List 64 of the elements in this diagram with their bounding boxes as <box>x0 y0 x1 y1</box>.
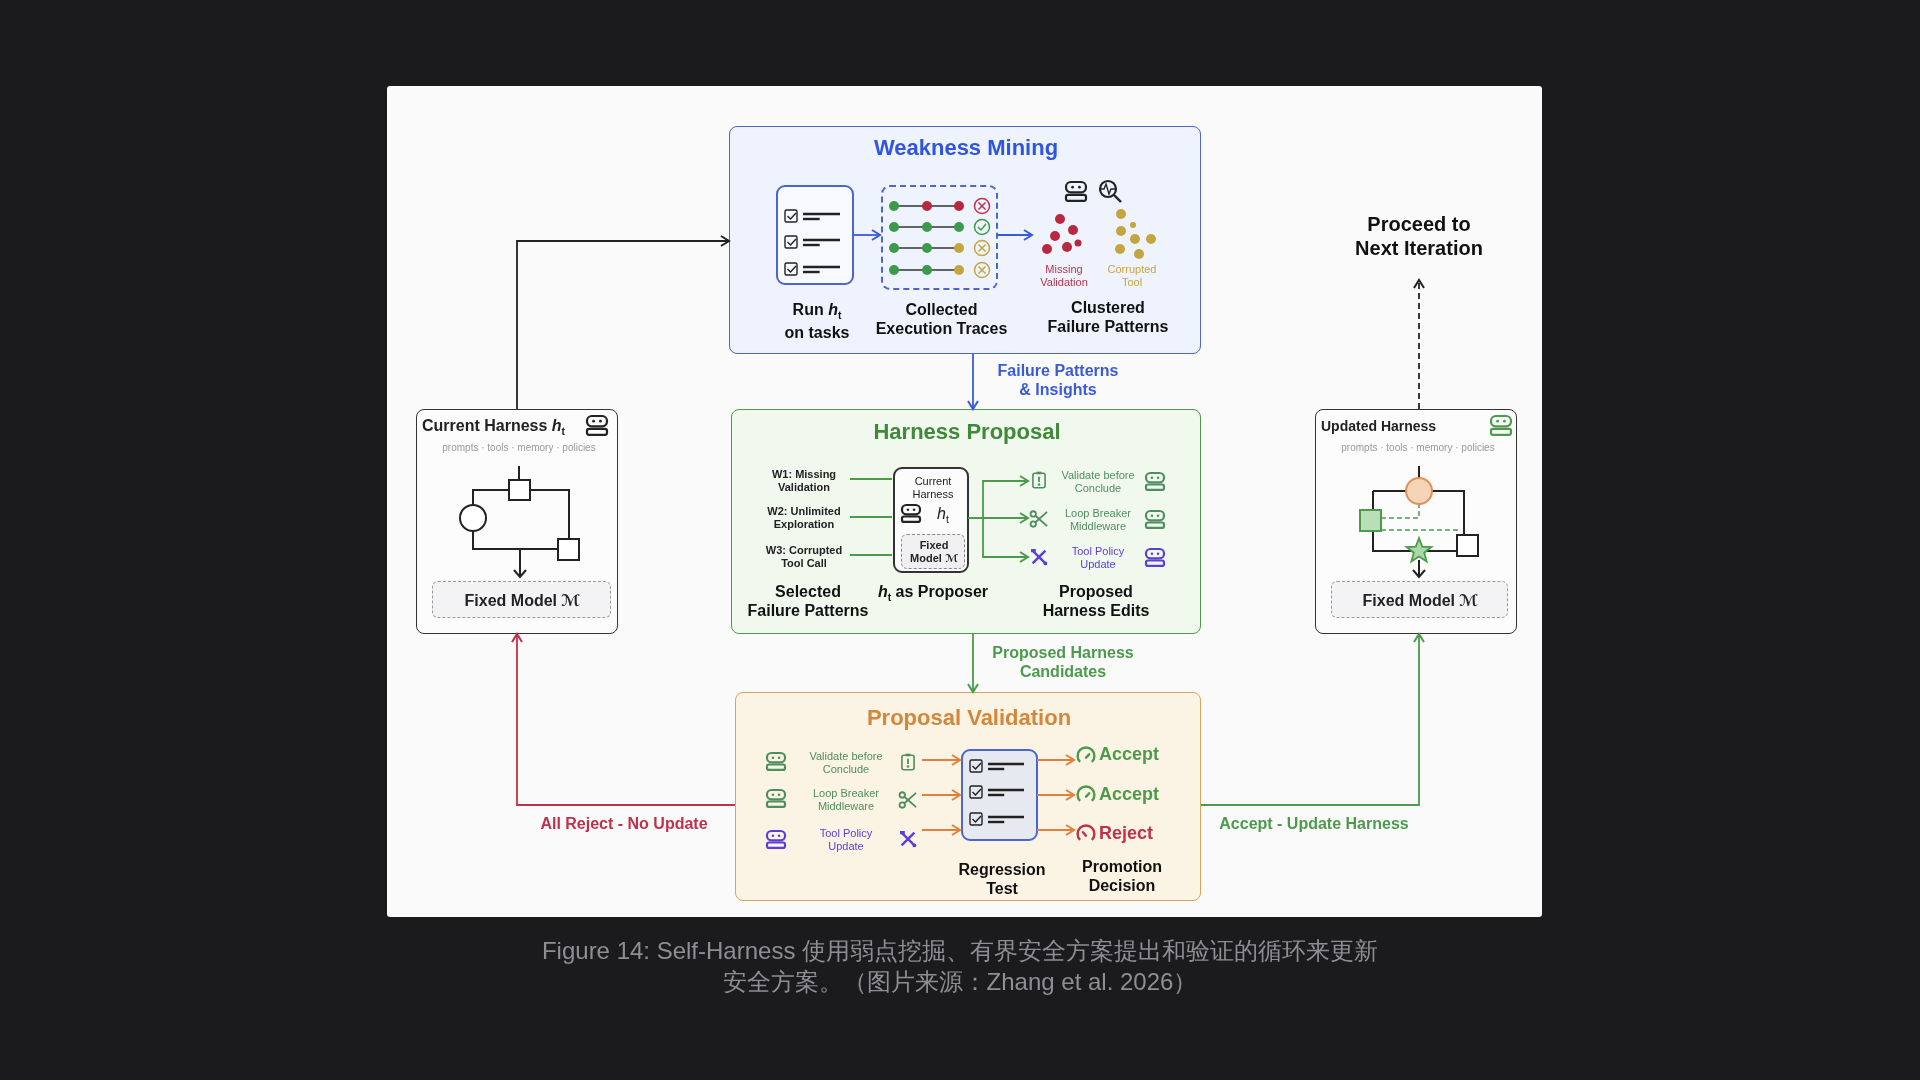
step-label: Proposed Harness Edits <box>1042 583 1150 620</box>
card-subtitle: prompts · tools · memory · policies <box>1341 442 1495 453</box>
cluster-label: Missing Validation <box>1040 263 1088 289</box>
harness-box <box>893 467 969 573</box>
arrow <box>852 229 881 241</box>
step-label: Regression Test <box>958 861 1046 898</box>
box-label: Current Harness <box>912 475 954 501</box>
arrow <box>921 789 961 801</box>
arrow <box>967 633 979 693</box>
decision-label: Accept <box>1099 784 1160 804</box>
stage-panel <box>735 692 1201 901</box>
harness-card <box>416 409 618 634</box>
arrow <box>996 229 1033 241</box>
candidate-label: Loop Breaker Middleware <box>812 787 879 813</box>
edit-label: Validate before Conclude <box>1061 469 1135 495</box>
edge-label: All Reject - No Update <box>540 815 708 832</box>
edit-label: Tool Policy Update <box>1071 545 1125 571</box>
box-label: Fixed Model ℳ <box>1362 592 1479 609</box>
model-box <box>432 581 611 618</box>
step-label: Collected Execution Traces <box>875 301 1008 338</box>
failure-pattern-label: W1: Missing Validation <box>771 468 837 494</box>
harness-card <box>1315 409 1517 634</box>
edge-label: Accept - Update Harness <box>1219 815 1409 832</box>
card-subtitle: prompts · tools · memory · policies <box>442 442 596 453</box>
arrow <box>1200 633 1425 806</box>
card-title: Updated Harness <box>1321 418 1437 434</box>
step-label: Proceed to Next Iteration <box>1355 213 1483 259</box>
box-label: Fixed Model ℳ <box>464 592 581 609</box>
arrow <box>1036 824 1075 836</box>
candidate-label: Validate before Conclude <box>809 750 883 776</box>
stage-panel <box>731 409 1201 634</box>
failure-pattern-label: W2: Unlimited Exploration <box>767 505 841 531</box>
figure-caption: Figure 14: Self-Harness 使用弱点挖掘、有界安全方案提出和验证的循环来更新安全方案。（图片来源：Zhang et al. 2026） <box>541 937 1379 996</box>
stage-panel <box>729 126 1201 354</box>
math-symbol: h$_{t}$ <box>937 505 949 522</box>
arrow <box>921 754 961 766</box>
arrow <box>516 235 730 410</box>
step-label: Run h$_{t}$ on tasks <box>784 301 850 341</box>
step-label: Clustered Failure Patterns <box>1047 299 1169 336</box>
arrow <box>921 824 961 836</box>
arrow <box>1036 754 1075 766</box>
panel-title: Harness Proposal <box>873 419 1061 444</box>
arrow <box>1413 279 1425 410</box>
decision-label: Accept <box>1099 744 1160 764</box>
arrow <box>967 353 979 410</box>
model-box <box>1331 581 1508 618</box>
connector-line <box>849 516 893 518</box>
connector-line <box>849 554 893 556</box>
box-label: Fixed Model ℳ <box>910 539 958 565</box>
step-label: Selected Failure Patterns <box>747 583 869 620</box>
candidate-label: Tool Policy Update <box>819 827 873 853</box>
step-label: h$_{t}$ as Proposer <box>877 583 989 600</box>
step-label: Promotion Decision <box>1082 858 1162 895</box>
connector-line <box>849 478 893 480</box>
cluster-label: Corrupted Tool <box>1107 263 1157 289</box>
model-box <box>901 534 965 569</box>
failure-pattern-label: W3: Corrupted Tool Call <box>765 544 843 570</box>
edit-label: Loop Breaker Middleware <box>1064 507 1131 533</box>
card-title: Current Harness h$_{t}$ <box>422 417 566 434</box>
arrow <box>1036 789 1075 801</box>
decision-label: Reject <box>1099 823 1154 843</box>
panel-title: Weakness Mining <box>873 135 1059 160</box>
panel-title: Proposal Validation <box>866 705 1072 730</box>
arrow <box>511 633 736 806</box>
